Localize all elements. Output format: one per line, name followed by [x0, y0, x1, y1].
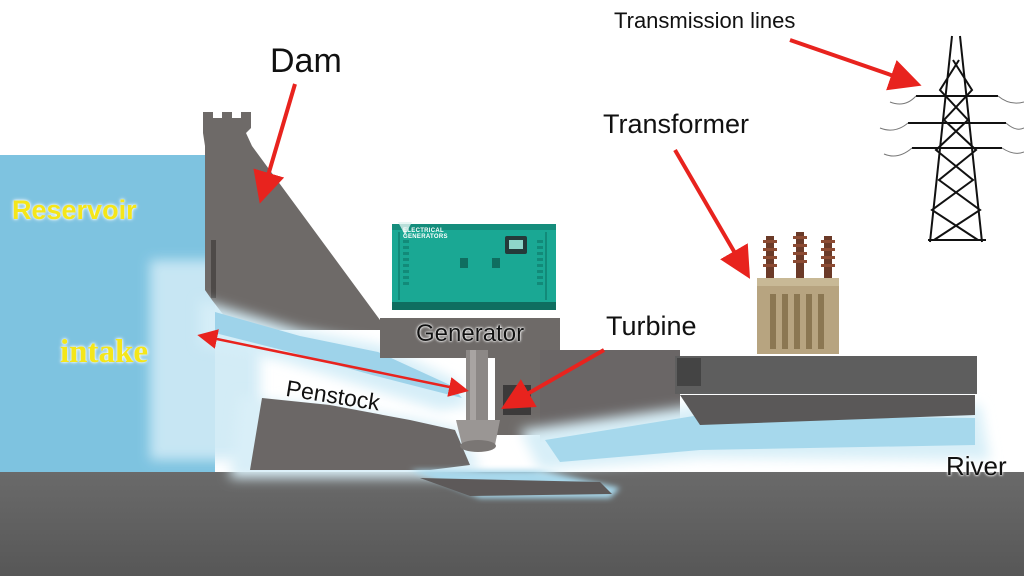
generator-logo-line1: ELECTRICAL [403, 228, 444, 234]
label-transformer: Transformer [603, 109, 750, 139]
dam-arrow [253, 83, 297, 204]
transformer-icon [757, 232, 839, 354]
label-reservoir: Reservoir [12, 195, 137, 225]
river-water [520, 395, 990, 470]
transformer-arrow [673, 148, 751, 279]
label-transmission-lines: Transmission lines [614, 8, 796, 33]
intake-penstock-arrow [197, 329, 469, 397]
transmission-arrow [789, 38, 922, 91]
label-intake: intake [60, 334, 149, 370]
turbine-icon [456, 350, 500, 452]
label-dam: Dam [270, 42, 342, 80]
dam-structure [203, 112, 380, 330]
label-river: River [946, 451, 1007, 481]
generator-icon [392, 222, 556, 310]
label-generator: Generator [416, 320, 525, 347]
generator-logo: ELECTRICAL GENERATORS [403, 228, 448, 241]
transmission-tower-icon [879, 35, 1024, 243]
label-turbine: Turbine [606, 311, 697, 341]
powerhouse-foundation [230, 395, 620, 498]
turbine-arrow [501, 348, 605, 409]
generator-logo-line2: GENERATORS [403, 234, 448, 241]
annotation-arrows [197, 38, 922, 409]
